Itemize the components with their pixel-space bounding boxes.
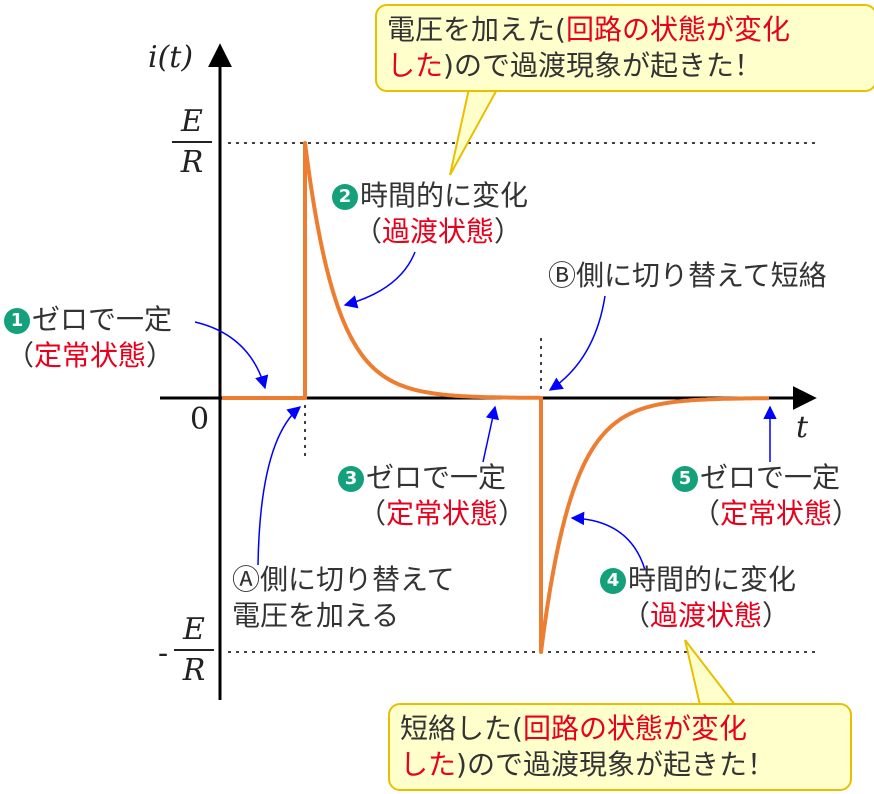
badge-5: 5 [672,466,698,492]
badge-3: 3 [338,466,364,492]
bottom-level-sign: - [158,636,169,671]
current-curve [222,141,769,654]
arrow-1 [194,321,269,390]
arrow-a [257,406,302,566]
top-level-numerator: E [181,104,203,139]
callout-top-text-d: )ので過渡現象が起きた！ [443,49,762,82]
arrow-b [548,295,606,391]
label-3-text: ゼロで一定 [366,461,507,494]
label-1-text: ゼロで一定 [32,303,173,336]
callout-bottom-text-b: 回路の状態が変化 [522,712,747,745]
bottom-level-numerator: E [183,612,205,647]
label-1-state: 定常状態 [34,339,147,372]
callout-bottom-text-c: した [400,748,457,781]
callout-bottom-text-d: )ので過渡現象が起きた！ [456,748,775,781]
arrow-2 [343,251,416,309]
label-4-text: 時間的に変化 [628,563,797,596]
callout-top: 電圧を加えた(回路の状態が変化 した)ので過渡現象が起きた！ [375,4,874,92]
label-5-text: ゼロで一定 [700,461,841,494]
top-level-denominator: R [180,145,204,180]
label-5-state: 定常状態 [720,497,833,530]
bottom-level-denominator: R [182,653,206,688]
callout-top-text-a: 電圧を加えた( [387,13,566,46]
label-b-text: Ⓑ側に切り替えて短絡 [548,259,827,292]
label-b: Ⓑ側に切り替えて短絡 [548,258,827,294]
badge-1: 1 [4,308,30,334]
label-a-line2: 電圧を加える [232,599,400,632]
badge-2: 2 [332,184,358,210]
y-axis-label: i(t) [148,40,194,75]
label-4-state: 過渡状態 [650,599,763,632]
callout-bottom-text-a: 短絡した( [400,712,523,745]
arrow-4 [570,511,646,571]
label-a: Ⓐ側に切り替えて 電圧を加える [232,562,455,634]
callout-top-text-c: した [387,49,444,82]
callout-top-pointer [449,83,502,176]
label-a-line1: Ⓐ側に切り替えて [232,563,455,596]
arrow-3 [482,405,500,463]
label-2-text: 時間的に変化 [360,179,529,212]
x-axis-label: t [796,410,809,445]
callout-top-text-b: 回路の状態が変化 [565,13,790,46]
callout-bottom: 短絡した(回路の状態が変化 した)ので過渡現象が起きた！ [388,703,852,791]
bottom-level-fraction: E R [174,612,214,688]
origin-label: 0 [190,402,210,437]
badge-4: 4 [600,568,626,594]
label-2-state: 過渡状態 [382,215,495,248]
callout-bottom-pointer [684,639,738,706]
top-level-fraction: E R [172,104,212,180]
label-3-state: 定常状態 [386,497,499,530]
